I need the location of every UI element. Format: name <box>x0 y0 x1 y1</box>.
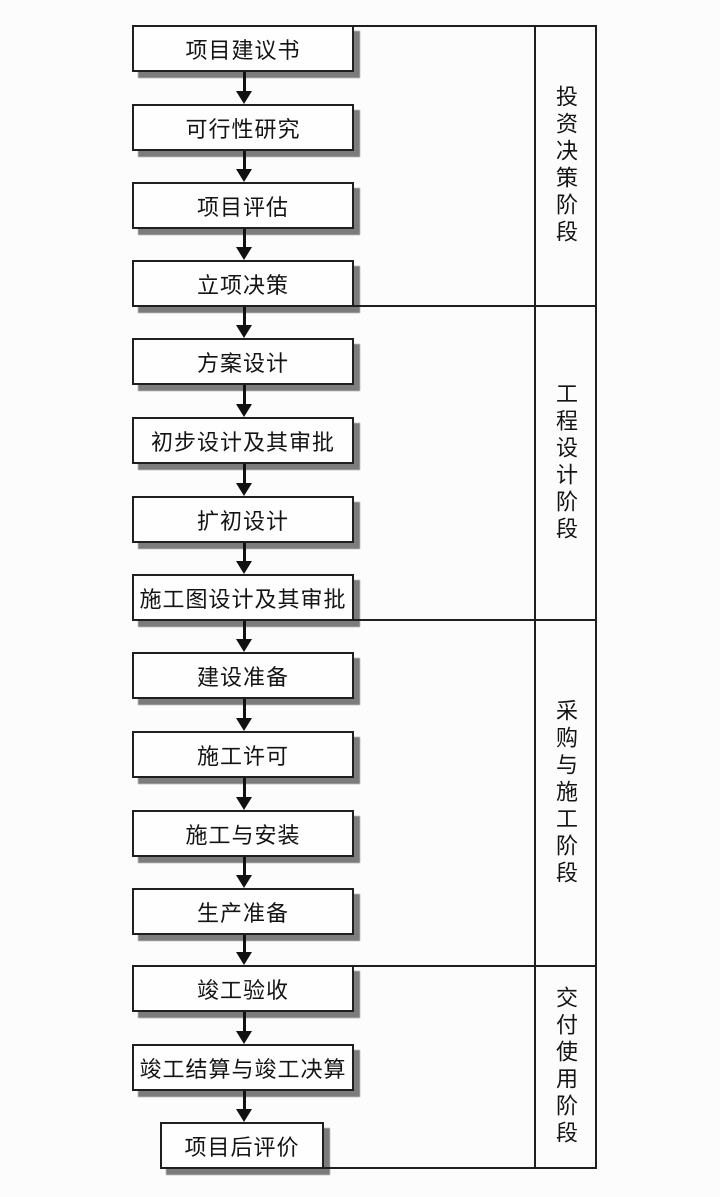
arrow-head <box>236 639 252 652</box>
phase-label-handover-use: 交付使用阶段 <box>536 967 594 1167</box>
phase-label-text: 采购与施工阶段 <box>553 698 578 888</box>
arrow-head <box>236 875 252 888</box>
phase-label-investment-decision: 投资决策阶段 <box>536 27 594 305</box>
down-arrow-icon <box>235 1091 253 1122</box>
step-label: 方案设计 <box>196 350 289 376</box>
arrow-stem <box>242 543 246 561</box>
arrow-stem <box>242 151 246 169</box>
down-arrow-icon <box>235 151 253 182</box>
step-box-project-evaluation: 项目评估 <box>132 182 354 229</box>
arrow-head <box>236 404 252 417</box>
arrow-head <box>236 1031 252 1044</box>
phase-label-text: 投资决策阶段 <box>553 85 578 247</box>
down-arrow-icon <box>235 857 253 888</box>
down-arrow-icon <box>235 307 253 338</box>
phase-column-left-border <box>534 25 536 1169</box>
arrow-stem <box>242 1012 246 1031</box>
down-arrow-icon <box>235 385 253 417</box>
down-arrow-icon <box>235 621 253 652</box>
arrow-stem <box>242 935 246 952</box>
step-label: 施工图设计及其审批 <box>139 586 347 612</box>
phase-table-top-border <box>354 25 597 27</box>
step-label: 扩初设计 <box>196 508 289 534</box>
step-label: 竣工验收 <box>196 977 289 1003</box>
step-label: 施工许可 <box>196 743 289 769</box>
phase-label-text: 交付使用阶段 <box>553 986 578 1148</box>
step-label: 生产准备 <box>196 900 289 926</box>
step-box-construction-prep: 建设准备 <box>132 652 354 699</box>
arrow-stem <box>242 778 246 797</box>
down-arrow-icon <box>235 543 253 574</box>
phase-label-procurement-construction: 采购与施工阶段 <box>536 621 594 965</box>
arrow-stem <box>242 857 246 875</box>
arrow-head <box>236 483 252 496</box>
phase-label-engineering-design: 工程设计阶段 <box>536 307 594 619</box>
arrow-head <box>236 247 252 260</box>
arrow-stem <box>242 229 246 247</box>
step-box-preliminary-design: 初步设计及其审批 <box>132 417 354 464</box>
arrow-head <box>236 718 252 731</box>
arrow-head <box>236 797 252 810</box>
arrow-head <box>236 169 252 182</box>
step-box-project-proposal: 项目建议书 <box>132 25 354 72</box>
step-box-post-evaluation: 项目后评价 <box>160 1122 324 1169</box>
step-label: 项目建议书 <box>185 37 301 63</box>
phase-divider-line-1 <box>354 305 597 307</box>
step-box-scheme-design: 方案设计 <box>132 338 354 385</box>
arrow-stem <box>242 699 246 718</box>
phase-divider-line-2 <box>354 619 597 621</box>
step-label: 可行性研究 <box>185 116 301 142</box>
step-box-completion-acceptance: 竣工验收 <box>132 965 354 1012</box>
step-box-construction-install: 施工与安装 <box>132 810 354 857</box>
arrow-stem <box>242 621 246 639</box>
step-box-feasibility-study: 可行性研究 <box>132 104 354 151</box>
step-label: 初步设计及其审批 <box>150 429 335 455</box>
down-arrow-icon <box>235 699 253 731</box>
down-arrow-icon <box>235 1012 253 1044</box>
down-arrow-icon <box>235 935 253 965</box>
step-label: 项目后评价 <box>184 1134 300 1160</box>
phase-table-bottom-border <box>322 1167 597 1169</box>
arrow-stem <box>242 464 246 483</box>
step-box-construction-permit: 施工许可 <box>132 731 354 778</box>
arrow-head <box>236 325 252 338</box>
down-arrow-icon <box>235 778 253 810</box>
arrow-stem <box>242 307 246 325</box>
down-arrow-icon <box>235 229 253 260</box>
arrow-head <box>236 91 252 104</box>
step-label: 立项决策 <box>196 272 289 298</box>
step-label: 建设准备 <box>196 664 289 690</box>
arrow-stem <box>242 72 246 91</box>
down-arrow-icon <box>235 72 253 104</box>
arrow-head <box>236 561 252 574</box>
step-label: 施工与安装 <box>185 822 301 848</box>
arrow-head <box>236 1109 252 1122</box>
arrow-stem <box>242 1091 246 1109</box>
step-box-construction-drawings: 施工图设计及其审批 <box>132 574 354 621</box>
step-box-approval-decision: 立项决策 <box>132 260 354 307</box>
arrow-head <box>236 952 252 965</box>
phase-label-text: 工程设计阶段 <box>553 382 578 544</box>
phase-divider-line-3 <box>354 965 597 967</box>
down-arrow-icon <box>235 464 253 496</box>
phase-column-right-border <box>595 25 597 1169</box>
step-label: 项目评估 <box>196 194 289 220</box>
step-box-final-settlement: 竣工结算与竣工决算 <box>132 1044 354 1091</box>
arrow-stem <box>242 385 246 404</box>
step-box-production-prep: 生产准备 <box>132 888 354 935</box>
step-box-extended-design: 扩初设计 <box>132 496 354 543</box>
step-label: 竣工结算与竣工决算 <box>139 1056 347 1082</box>
